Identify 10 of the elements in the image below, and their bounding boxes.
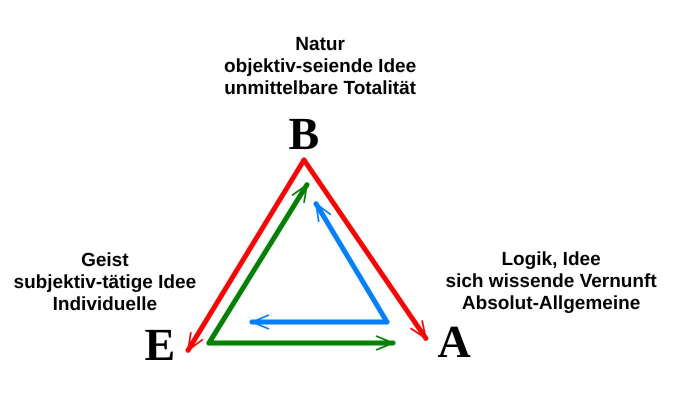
vertex-caption: Natur objektiv-seiende Idee unmittelbare Totalität <box>224 34 416 100</box>
arrow <box>186 158 306 353</box>
vertex-caption: Logik, Idee sich wissende Vernunft Absolut-Allgemeine <box>446 249 657 315</box>
vertex-caption: Geist subjektiv-tätige Idee Individuelle <box>14 250 196 316</box>
arrow <box>206 335 396 351</box>
vertex-letter: B <box>288 115 320 152</box>
vertex-letter: E <box>144 326 176 363</box>
arrow <box>250 314 390 330</box>
arrow <box>302 158 428 341</box>
vertex-letter: A <box>438 323 471 360</box>
